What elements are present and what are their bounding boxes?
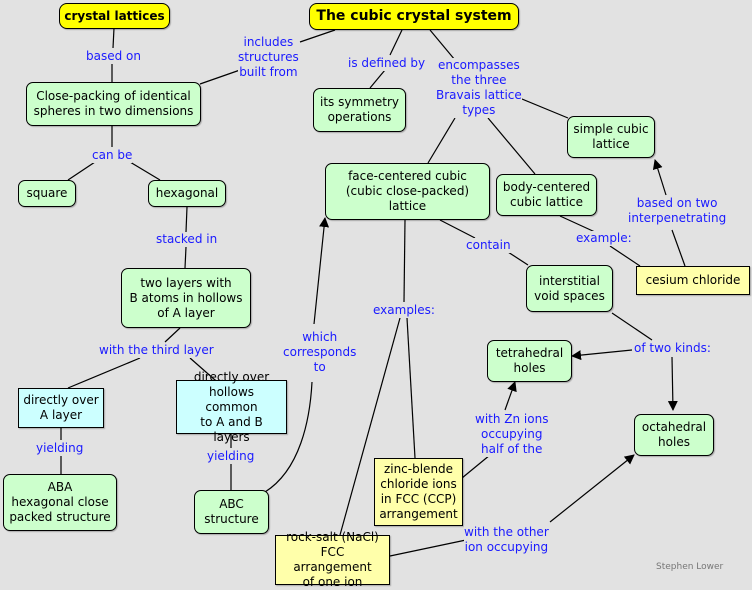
link-with-zn-ions: with Zn ions occupying half of the — [475, 412, 549, 457]
node-abc-structure: ABC structure — [194, 490, 269, 534]
node-interstitial-voids: interstitial void spaces — [526, 265, 613, 312]
edge-third-directA — [67, 357, 141, 389]
edge-examples-zinc — [406, 317, 416, 459]
node-hexagonal: hexagonal — [148, 180, 226, 207]
edge-twokinds-octa — [667, 356, 678, 411]
node-zinc-blende: zinc-blende chloride ions in FCC (CCP) a… — [374, 458, 463, 526]
link-examples: examples: — [373, 303, 435, 318]
link-which-corresponds: which corresponds to — [283, 330, 357, 375]
node-bcc-lattice: body-centered cubic lattice — [496, 174, 597, 216]
node-fcc-lattice: face-centered cubic (cubic close-packed)… — [325, 163, 490, 220]
edge-enc-fcc — [427, 117, 456, 164]
edge-cesium-basedtwo — [671, 229, 686, 267]
edge-withzn-tetra — [504, 381, 517, 411]
link-yielding-aba: yielding — [36, 441, 84, 456]
link-stacked-in: stacked in — [156, 232, 218, 247]
node-cubic-crystal-system: The cubic crystal system — [309, 3, 519, 30]
link-includes-structures: includes structures built from — [238, 35, 299, 80]
edge-cubic-defined — [389, 29, 403, 56]
edge-fcc-contain — [439, 219, 476, 239]
link-is-defined-by: is defined by — [348, 56, 426, 71]
node-directly-over-hollows: directly over hollows common to A and B … — [176, 370, 287, 444]
author-credit: Stephen Lower — [656, 562, 724, 572]
edge-example-cesium — [609, 245, 641, 267]
edge-canbe-square — [67, 161, 96, 181]
node-rock-salt: rock-salt (NaCl) FCC arrangement of one … — [275, 530, 390, 589]
link-with-other-ion: with the other ion occupying — [464, 525, 549, 555]
link-based-on: based on — [86, 49, 141, 64]
node-aba-structure: ABA hexagonal close packed structure — [3, 474, 117, 531]
edge-includes-close-packing — [199, 69, 241, 85]
edge-rocksalt-withother — [389, 539, 467, 557]
edge-zinc-withzn — [461, 454, 491, 479]
edge-interstitial-twokinds — [611, 312, 653, 341]
edge-enc-bcc — [487, 117, 536, 175]
edge-third-directHollows — [189, 357, 216, 381]
link-encompasses: encompasses the three Bravais lattice ty… — [436, 58, 522, 118]
node-cesium-chloride: cesium chloride — [636, 266, 750, 295]
edge-fcc-examples — [403, 219, 406, 303]
edge-stacked-twolayers — [184, 246, 187, 269]
edge-examples-rocksalt — [339, 317, 401, 536]
link-example: example: — [576, 231, 632, 246]
edge-crystal-lattices-based-on — [112, 27, 115, 49]
node-symmetry-operations: its symmetry operations — [313, 88, 406, 132]
link-based-on-two: based on two interpenetrating — [628, 196, 727, 226]
edge-defined-symmetry — [369, 69, 386, 89]
link-with-third-layer: with the third layer — [99, 343, 214, 358]
link-yielding-abc: yielding — [207, 449, 255, 464]
node-directly-over-a: directly over A layer — [18, 388, 104, 428]
node-close-packing: Close-packing of identical spheres in tw… — [26, 82, 201, 126]
node-two-layers: two layers with B atoms in hollows of A … — [121, 268, 251, 328]
node-octahedral-holes: octahedral holes — [634, 414, 714, 456]
edge-canbe-hex — [129, 161, 161, 181]
edge-twolayers-third — [164, 327, 181, 343]
edge-twokinds-tetra — [571, 349, 633, 361]
edge-contain-interstitial — [507, 251, 529, 266]
edge-cubic-encompasses — [429, 29, 456, 61]
edge-hex-stacked — [185, 206, 188, 233]
node-crystal-lattices: crystal lattices — [59, 3, 170, 29]
node-tetrahedral-holes: tetrahedral holes — [487, 340, 572, 382]
link-contain: contain — [466, 238, 511, 253]
node-simple-cubic: simple cubic lattice — [567, 116, 655, 158]
edge-corresponds-fcc — [313, 217, 330, 325]
edge-withother-octa — [549, 454, 635, 523]
link-of-two-kinds: of two kinds: — [634, 341, 711, 356]
edge-bcc-example — [559, 215, 596, 233]
edge-cubic-includes — [299, 29, 336, 43]
link-can-be: can be — [92, 148, 133, 163]
edge-abc-corresponds — [264, 381, 313, 493]
edge-basedtwo-simple — [652, 159, 667, 196]
node-square: square — [18, 180, 76, 207]
